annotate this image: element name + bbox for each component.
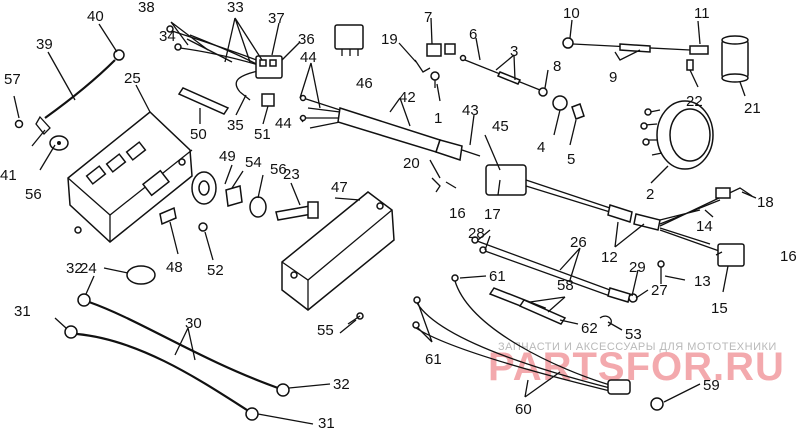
callout-19: 19 — [381, 31, 398, 48]
callout-18: 18 — [757, 194, 774, 211]
callout-46: 46 — [356, 75, 373, 92]
callout-61a: 61 — [489, 268, 506, 285]
callout-38: 38 — [138, 0, 155, 16]
callout-44a: 44 — [300, 49, 317, 66]
callout-23: 23 — [283, 166, 300, 183]
callout-29: 29 — [629, 259, 646, 276]
callout-62: 62 — [581, 320, 598, 337]
part-relay — [334, 24, 364, 56]
part-battery-cables — [64, 293, 290, 421]
callout-35: 35 — [227, 117, 244, 134]
watermark-site: PARTSFOR.RU — [488, 345, 785, 389]
callout-30: 30 — [185, 315, 202, 332]
part-tach-cable — [562, 35, 749, 83]
part-lead-wire-3 — [459, 54, 548, 97]
callout-4: 4 — [537, 139, 545, 156]
callout-55: 55 — [317, 322, 334, 339]
callout-36: 36 — [298, 31, 315, 48]
callout-27: 27 — [651, 282, 668, 299]
part-clip-53 — [599, 315, 612, 327]
callout-52: 52 — [207, 262, 224, 279]
part-wire-harness-42 — [299, 94, 481, 161]
callout-56a: 56 — [25, 186, 42, 203]
part-lamp-socket — [552, 95, 585, 120]
callout-44b: 44 — [275, 115, 292, 132]
callout-54: 54 — [245, 154, 262, 171]
callout-60: 60 — [515, 401, 532, 418]
callout-1: 1 — [434, 110, 442, 127]
part-clips — [431, 177, 457, 193]
callout-10: 10 — [563, 5, 580, 22]
callout-26: 26 — [570, 234, 587, 251]
part-main-harness — [607, 187, 753, 267]
callout-49: 49 — [219, 148, 236, 165]
callout-31b: 31 — [318, 415, 335, 432]
part-clamp-24 — [126, 265, 156, 285]
callout-61b: 61 — [425, 351, 442, 368]
part-gauge — [640, 100, 714, 170]
callout-24: 24 — [80, 260, 97, 277]
callout-34: 34 — [159, 28, 176, 45]
part-screw-13 — [657, 260, 665, 284]
callout-5: 5 — [567, 151, 575, 168]
callout-47: 47 — [331, 179, 348, 196]
leader-lines — [13, 17, 757, 425]
part-bolt-23 — [275, 201, 319, 221]
callout-37: 37 — [268, 10, 285, 27]
callout-12: 12 — [601, 249, 618, 266]
callout-51: 51 — [254, 126, 271, 143]
callout-39: 39 — [36, 36, 53, 53]
callout-11: 11 — [694, 5, 710, 22]
part-lead-set-26 — [471, 236, 638, 303]
callout-9: 9 — [609, 69, 617, 86]
part-bracket-48 — [159, 206, 208, 232]
callout-28: 28 — [468, 225, 485, 242]
callout-3: 3 — [510, 43, 518, 60]
callout-32a: 32 — [66, 260, 83, 277]
watermark-tagline: ЗАПЧАСТИ И АКСЕССУАРЫ ДЛЯ МОТОТЕХНИКИ — [498, 341, 777, 353]
callout-50: 50 — [190, 126, 207, 143]
callout-14: 14 — [696, 218, 713, 235]
callout-8: 8 — [553, 58, 561, 75]
callout-15: 15 — [711, 300, 728, 317]
callout-6: 6 — [469, 26, 477, 43]
callout-31a: 31 — [14, 303, 31, 320]
part-lower-leads — [412, 274, 664, 411]
callout-22: 22 — [686, 93, 703, 110]
part-rectifier-plate — [281, 191, 395, 311]
part-switch-group — [414, 43, 456, 88]
callout-16a: 16 — [449, 205, 466, 222]
part-screw-55 — [347, 312, 364, 325]
callout-58: 58 — [557, 277, 574, 294]
callout-16b: 16 — [780, 248, 797, 265]
callout-53: 53 — [625, 326, 642, 343]
callout-59: 59 — [703, 377, 720, 394]
callout-33: 33 — [227, 0, 244, 16]
part-grommet-spacer — [191, 171, 267, 218]
part-power-pack-housing — [67, 111, 193, 243]
callout-41: 41 — [0, 167, 17, 184]
callout-21: 21 — [744, 100, 761, 117]
callout-2: 2 — [646, 186, 654, 203]
part-ground-strap — [14, 49, 125, 151]
part-key-switch — [485, 164, 611, 213]
part-sleeves-58 — [488, 287, 567, 325]
part-sleeve-50 — [177, 87, 230, 115]
callout-25: 25 — [124, 70, 141, 87]
callout-13: 13 — [694, 273, 711, 290]
callout-45: 45 — [492, 118, 509, 135]
callout-32b: 32 — [333, 376, 350, 393]
callout-17: 17 — [484, 206, 501, 223]
callout-57: 57 — [4, 71, 21, 88]
callout-43: 43 — [462, 102, 479, 119]
callout-40: 40 — [87, 8, 104, 25]
callout-7: 7 — [424, 9, 432, 26]
callout-56b: 56 — [270, 161, 287, 178]
callout-20: 20 — [403, 155, 420, 172]
callout-48: 48 — [166, 259, 183, 276]
callout-42: 42 — [399, 89, 416, 106]
